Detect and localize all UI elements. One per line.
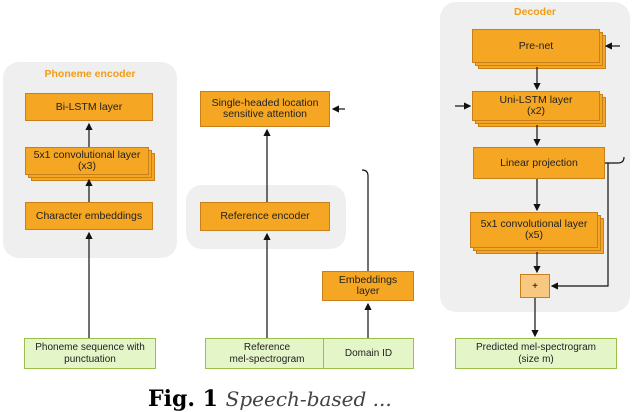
figure-caption: Fig. 1 Speech-based ... (148, 386, 392, 412)
connection-arrows (85, 42, 625, 338)
attention-block: Single-headed location sensitive attenti… (200, 91, 330, 127)
linear-projection: Linear projection (473, 147, 605, 179)
character-embeddings: Character embeddings (25, 202, 153, 230)
conv-encoder-layer: 5x1 convolutional layer (x3) (25, 147, 149, 175)
domain-id-input: Domain ID (323, 338, 414, 369)
embeddings-layer: Embeddings layer (322, 271, 414, 301)
bi-lstm-layer: Bi-LSTM layer (25, 93, 153, 121)
decoder-title: Decoder (513, 6, 556, 18)
phoneme-encoder-title: Phoneme encoder (44, 68, 136, 80)
conv-decoder-layer: 5x1 convolutional layer (x5) (470, 212, 598, 248)
reference-encoder: Reference encoder (200, 202, 330, 231)
uni-lstm-block: Uni-LSTM layer (x2) (472, 91, 600, 121)
arrow-linear-right (605, 156, 625, 164)
sum-node: + (520, 274, 550, 298)
caption-label: Fig. 1 (148, 386, 218, 412)
prenet-block: Pre-net (472, 29, 600, 63)
predicted-mel-output: Predicted mel-spectrogram (size m) (455, 338, 617, 369)
arrow-embed-up (361, 169, 369, 271)
arrow-skip-to-sum (550, 163, 609, 290)
phoneme-sequence-input: Phoneme sequence with punctuation (24, 338, 156, 369)
caption-text: Speech-based ... (225, 387, 392, 411)
